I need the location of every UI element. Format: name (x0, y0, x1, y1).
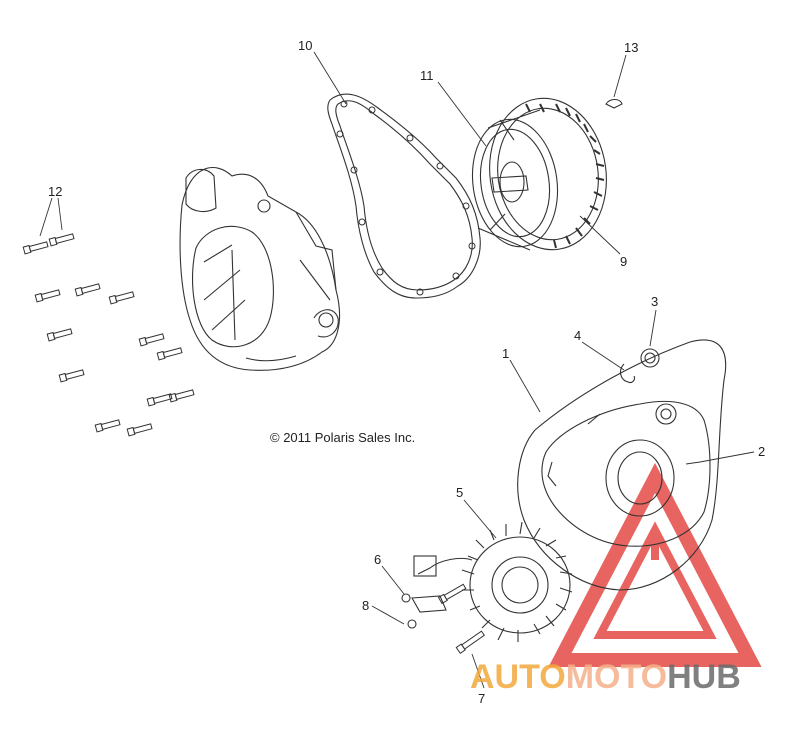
watermark-wordmark: AUTOMOTOHUB (470, 658, 741, 696)
watermark-hub: HUB (667, 658, 741, 696)
callout-6: 6 (374, 552, 381, 567)
cover-bolts (22, 233, 195, 437)
callout-3: 3 (651, 294, 658, 309)
callout-10: 10 (298, 38, 312, 53)
leader-lines (39, 51, 755, 689)
watermark-moto: MOTO (566, 658, 667, 696)
cover-assembly (517, 339, 727, 591)
callout-13: 13 (624, 40, 638, 55)
callout-12: 12 (48, 184, 62, 199)
callout-1: 1 (502, 346, 509, 361)
callout-7: 7 (478, 691, 485, 706)
copyright-notice: © 2011 Polaris Sales Inc. (270, 430, 415, 445)
flywheel (471, 97, 607, 251)
cover-gasket (327, 93, 481, 299)
woodruff-key (605, 98, 623, 109)
callout-11: 11 (420, 68, 434, 83)
watermark-logo (548, 462, 762, 667)
stator-cover (179, 167, 341, 371)
callout-labels: 10 11 13 9 12 1 4 3 2 5 6 8 7 (48, 38, 765, 706)
watermark-triangle (548, 462, 762, 667)
callout-8: 8 (362, 598, 369, 613)
svg-text:AUTOMOTOHUB: AUTOMOTOHUB (470, 658, 741, 696)
callout-9: 9 (620, 254, 627, 269)
callout-4: 4 (574, 328, 581, 343)
callout-2: 2 (758, 444, 765, 459)
watermark-auto: AUTO (470, 658, 566, 696)
stator (401, 521, 573, 654)
callout-5: 5 (456, 485, 463, 500)
